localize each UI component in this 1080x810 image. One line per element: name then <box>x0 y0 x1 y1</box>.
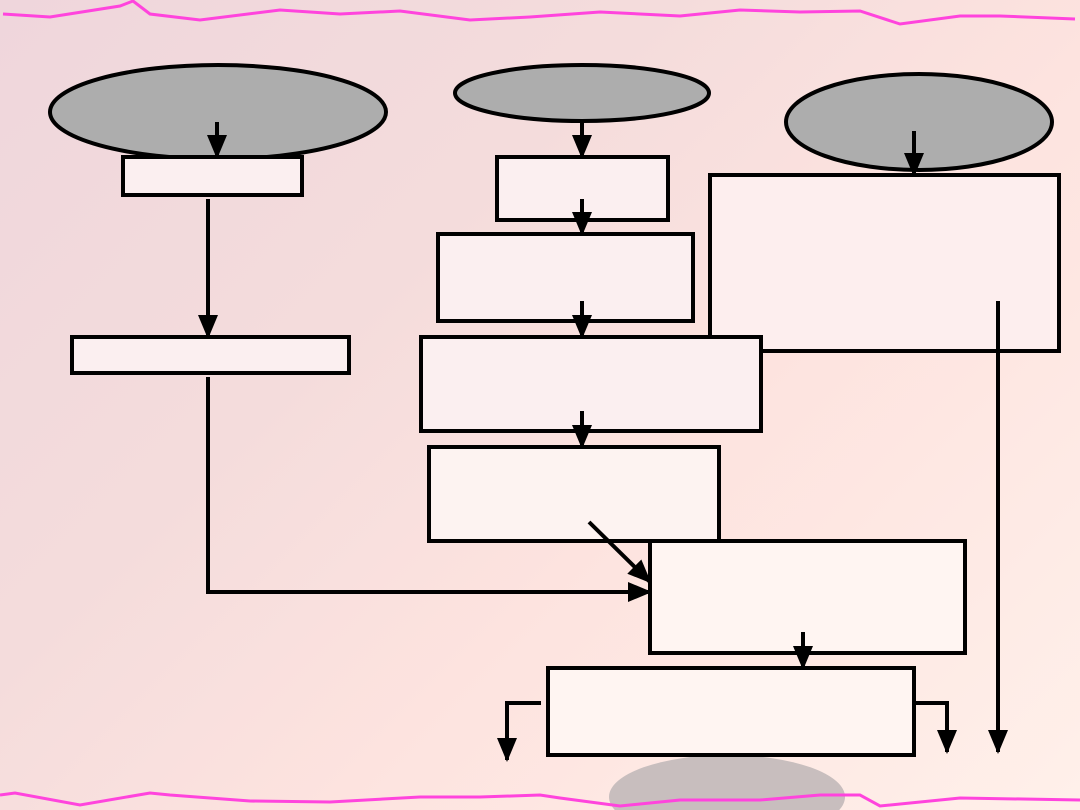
box-left-2 <box>70 335 351 375</box>
box-final <box>546 666 916 757</box>
arrow-final-right-out <box>914 701 957 754</box>
arrow-left-box2-to-merge <box>206 377 652 602</box>
box-left-1 <box>121 155 304 197</box>
box-merge <box>648 539 967 655</box>
box-middle-2 <box>436 232 695 323</box>
top-wave-line <box>2 0 1076 26</box>
bottom-wave-line <box>0 791 1080 808</box>
bottom-faded-ellipse <box>609 755 845 810</box>
arrow-middle-box4-to-merge <box>587 520 652 584</box>
box-right-1 <box>708 173 1061 353</box>
arrow-final-left-out <box>497 701 541 762</box>
start-ellipse-middle <box>453 63 711 123</box>
box-middle-3 <box>419 335 763 433</box>
box-middle-4 <box>427 445 721 543</box>
start-ellipse-right <box>784 72 1054 172</box>
